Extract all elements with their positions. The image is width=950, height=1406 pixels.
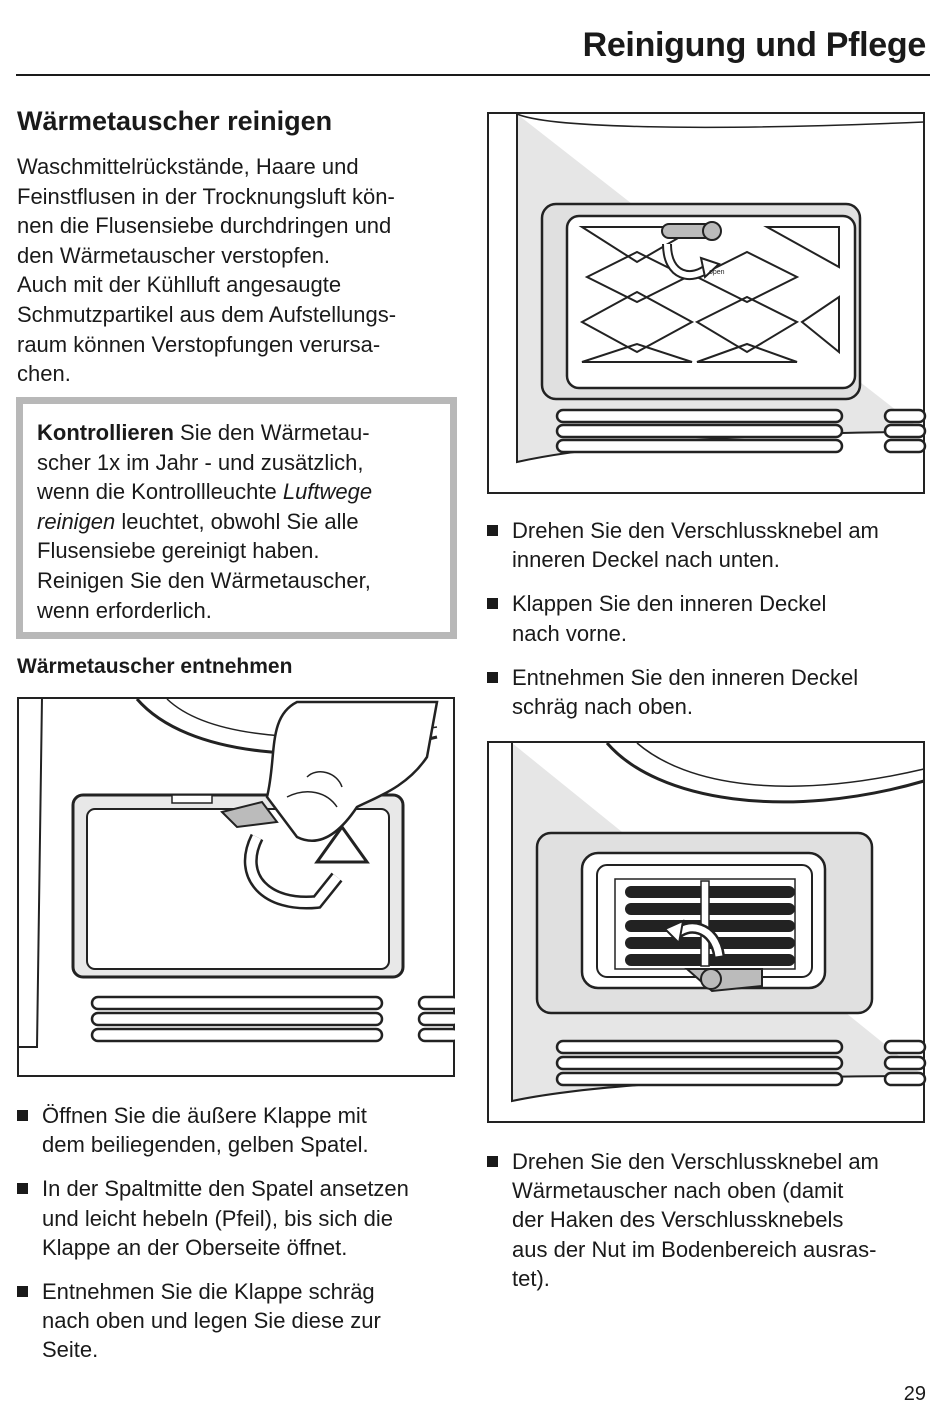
figure-heat-exchanger-drawing: [487, 741, 927, 1123]
intro-paragraph: Waschmittelrückstände, Haare und Feinstf…: [17, 154, 397, 387]
step-item: Drehen Sie den Verschlussknebel am Wärme…: [487, 1147, 932, 1293]
subsection-title: Wärmetauscher entnehmen: [17, 655, 293, 678]
page-header-title: Reinigung und Pflege: [582, 26, 927, 64]
lever-label: open: [709, 269, 725, 276]
bullet-square-icon: [17, 1183, 28, 1195]
right-steps-list-2: Drehen Sie den Verschlussknebel am Wärme…: [487, 1147, 932, 1308]
step-text: Öffnen Sie die äußere Klappe mit dem bei…: [42, 1103, 369, 1158]
step-text: Klappen Sie den inneren Deckel nach vorn…: [512, 591, 827, 646]
step-text: Drehen Sie den Verschlussknebel am inner…: [512, 518, 879, 573]
step-item: Klappen Sie den inneren Deckel nach vorn…: [487, 589, 932, 647]
step-text: Entnehmen Sie den inneren Deckel schräg …: [512, 664, 859, 720]
bullet-square-icon: [17, 1286, 28, 1298]
note-box: Kontrollieren Sie den Wärmetau- scher 1x…: [16, 397, 457, 639]
figure-outer-flap: [17, 697, 455, 1077]
step-text: Entnehmen Sie die Klappe schräg nach obe…: [42, 1279, 381, 1363]
figure-heat-exchanger: [487, 741, 927, 1125]
step-item: Entnehmen Sie die Klappe schräg nach obe…: [17, 1277, 462, 1365]
bullet-square-icon: [487, 671, 498, 683]
figure-inner-lid: open: [487, 112, 927, 496]
step-item: Öffnen Sie die äußere Klappe mit dem bei…: [17, 1101, 462, 1159]
step-item: Drehen Sie den Verschlussknebel am inner…: [487, 516, 932, 574]
note-text: Kontrollieren Sie den Wärmetau- scher 1x…: [37, 418, 437, 625]
page-number: 29: [903, 1383, 926, 1405]
step-item: In der Spaltmitte den Spatel ansetzen un…: [17, 1174, 462, 1262]
note-italic-indicator: Luftwege reinigen: [37, 479, 373, 534]
bullet-square-icon: [17, 1110, 28, 1121]
bullet-square-icon: [487, 598, 498, 610]
step-text: In der Spaltmitte den Spatel ansetzen un…: [42, 1176, 409, 1260]
bullet-square-icon: [487, 525, 498, 536]
bullet-square-icon: [487, 1156, 498, 1167]
step-item: Entnehmen Sie den inneren Deckel schräg …: [487, 663, 932, 721]
note-bold-lead: Kontrollieren: [37, 420, 174, 445]
note-text-part1: Sie den Wärmetau- scher 1x im Jahr - und…: [37, 420, 370, 505]
left-steps-list: Öffnen Sie die äußere Klappe mit dem bei…: [17, 1101, 462, 1380]
right-steps-list-1: Drehen Sie den Verschlussknebel am inner…: [487, 516, 932, 736]
figure-outer-flap-drawing: [17, 697, 455, 1077]
note-text-part2: leuchtet, obwohl Sie alle Flusensiebe ge…: [37, 508, 371, 623]
header-divider: [16, 74, 930, 76]
figure-inner-lid-drawing: open: [487, 112, 927, 494]
step-text: Drehen Sie den Verschlussknebel am Wärme…: [512, 1149, 879, 1291]
section-title: Wärmetauscher reinigen: [17, 106, 333, 136]
